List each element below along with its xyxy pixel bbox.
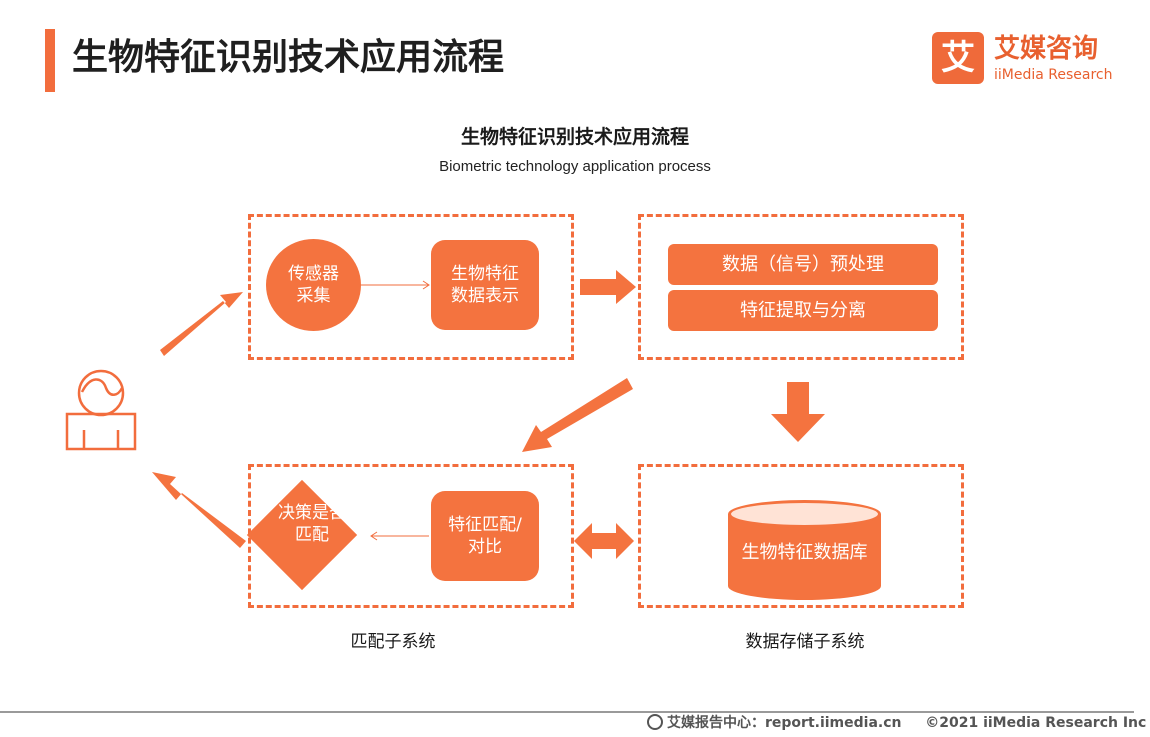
matching-subsystem-label: 匹配子系统	[350, 632, 436, 652]
storage-subsystem-label: 数据存储子系统	[745, 632, 865, 652]
matching-node: 特征匹配/对比	[431, 491, 539, 581]
title-accent-bar	[45, 29, 55, 92]
person-icon	[65, 369, 137, 451]
sensor-node: 传感器采集	[266, 239, 361, 331]
storage-box	[638, 464, 964, 608]
brand-logo: 艾 艾媒咨询 iiMedia Research	[932, 32, 1122, 84]
logo-text-cn: 艾媒咨询	[994, 34, 1099, 64]
globe-icon	[647, 714, 663, 730]
diagram-subtitle: Biometric technology application process	[439, 158, 711, 175]
representation-node: 生物特征数据表示	[431, 240, 539, 330]
logo-mark-icon: 艾	[932, 32, 984, 84]
database-label: 生物特征数据库	[741, 542, 868, 563]
footer-source: 艾媒报告中心：report.iimedia.cn	[667, 715, 902, 731]
arrow-sensor-to-representation	[360, 280, 430, 290]
decision-label: 决策是否匹配	[278, 503, 346, 545]
footer-copyright: ©2021 iiMedia Research Inc	[925, 715, 1147, 731]
arrow-to-matching	[522, 378, 633, 452]
page-title: 生物特征识别技术应用流程	[72, 37, 505, 78]
extraction-node: 特征提取与分离	[668, 290, 938, 331]
arrow-to-storage	[771, 382, 825, 442]
footer-divider	[0, 711, 1134, 713]
collection-box	[248, 214, 574, 360]
arrow-to-collection	[160, 292, 243, 356]
database-icon	[728, 500, 881, 528]
footer: 艾媒报告中心：report.iimedia.cn ©2021 iiMedia R…	[647, 713, 1146, 733]
arrow-matching-to-decision	[370, 531, 429, 541]
arrow-to-preprocess	[580, 270, 636, 304]
arrow-matching-storage	[574, 523, 634, 559]
diagram-title: 生物特征识别技术应用流程	[460, 126, 689, 148]
processing-box	[638, 214, 964, 360]
logo-text-en: iiMedia Research	[994, 67, 1113, 83]
arrow-to-person	[152, 472, 246, 548]
preprocess-node: 数据（信号）预处理	[668, 244, 938, 285]
